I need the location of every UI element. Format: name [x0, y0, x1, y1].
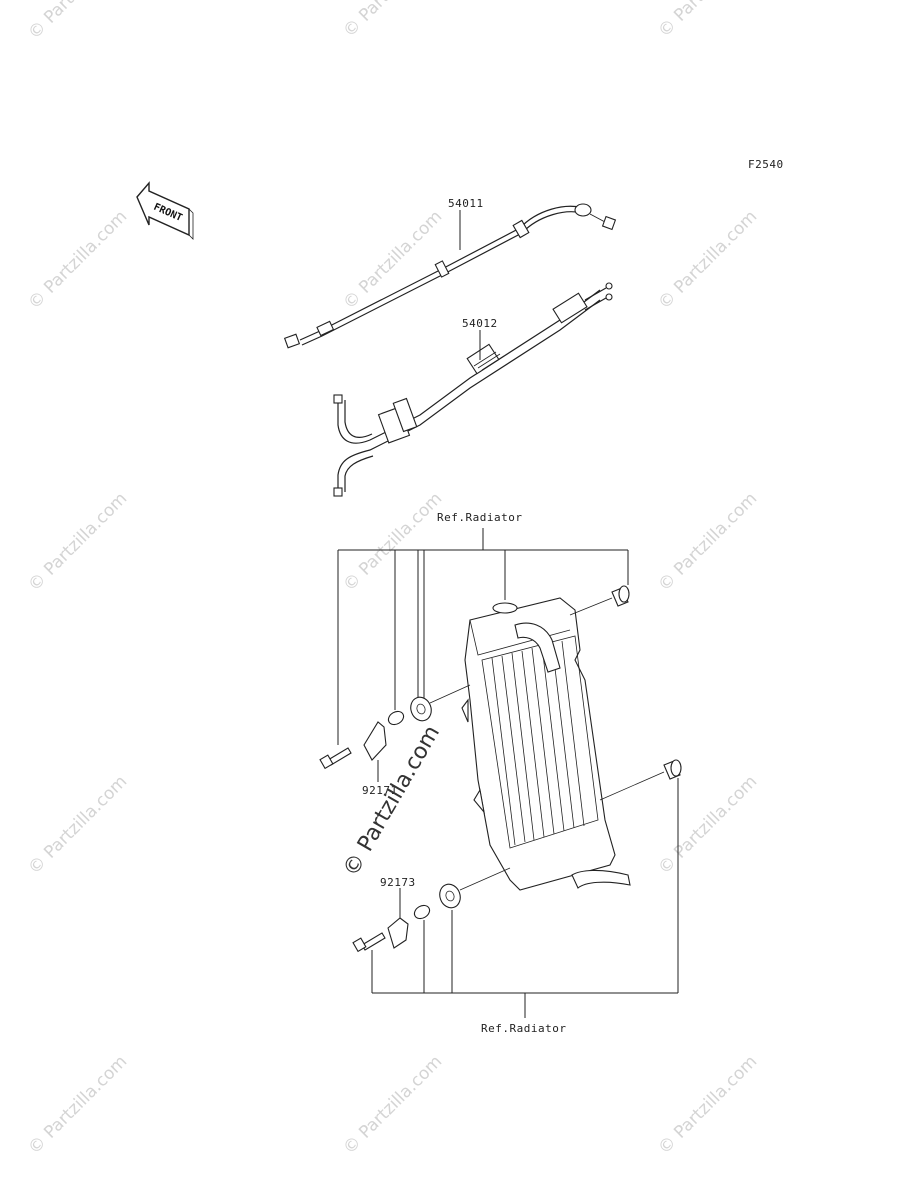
- upper-right-grommet: [569, 585, 630, 616]
- dual-cable: 54012: [333, 282, 613, 497]
- watermark: © Partzilla.com: [24, 207, 131, 314]
- throttle-cable: 54011: [283, 197, 617, 349]
- watermark: © Partzilla.com: [24, 772, 131, 879]
- watermark: © Partzilla.com: [654, 1052, 761, 1159]
- watermarks: © Partzilla.com © Partzilla.com © Partzi…: [24, 0, 761, 1159]
- watermark: © Partzilla.com: [339, 0, 446, 42]
- ref-radiator-bottom: Ref.Radiator: [481, 1022, 566, 1035]
- watermark: © Partzilla.com: [654, 772, 761, 879]
- part-number-92173: 92173: [380, 876, 416, 889]
- watermark: © Partzilla.com: [339, 207, 446, 314]
- ref-radiator-top: Ref.Radiator: [437, 511, 522, 524]
- reference-bracket-bottom: Ref.Radiator: [371, 778, 679, 1035]
- upper-left-mount: 92171: [319, 684, 471, 797]
- lower-left-mount: 92173: [352, 867, 511, 953]
- watermark: © Partzilla.com: [24, 0, 131, 44]
- watermark: © Partzilla.com: [654, 489, 761, 596]
- radiator: [461, 597, 631, 891]
- diagram-code: F2540: [748, 158, 784, 171]
- watermark: © Partzilla.com: [654, 207, 761, 314]
- lower-right-grommet: [599, 759, 682, 801]
- part-number-92171: 92171: [362, 784, 398, 797]
- watermark: © Partzilla.com: [24, 1052, 131, 1159]
- part-number-54011: 54011: [448, 197, 484, 210]
- reference-bracket-top: Ref.Radiator: [337, 511, 629, 745]
- part-number-54012: 54012: [462, 317, 498, 330]
- watermark: © Partzilla.com: [339, 1052, 446, 1159]
- center-watermark: © Partzilla.com: [339, 721, 446, 881]
- watermark: © Partzilla.com: [339, 489, 446, 596]
- front-arrow-icon: FRONT: [136, 181, 194, 240]
- watermark: © Partzilla.com: [24, 489, 131, 596]
- watermark: © Partzilla.com: [654, 0, 761, 42]
